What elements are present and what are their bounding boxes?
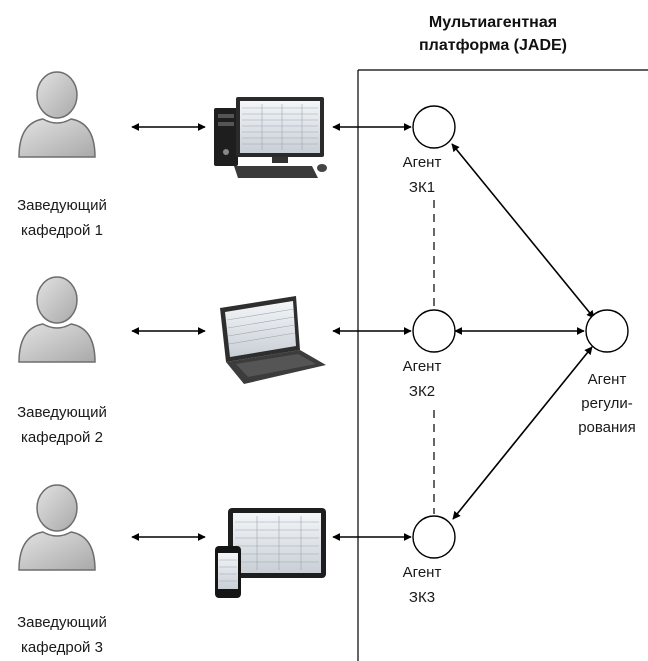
user-3: Заведующий кафедрой 3 <box>17 484 107 656</box>
user-1-label-line1: Заведующий <box>17 197 107 214</box>
agent-zk2-label-line2: ЗК2 <box>409 383 435 400</box>
laptop-icon <box>220 296 326 384</box>
user-2: Заведующий кафедрой 2 <box>17 276 107 446</box>
user-2-label-line2: кафедрой 2 <box>21 429 103 446</box>
platform-title-line1: Мультиагентная <box>429 14 557 31</box>
user-3-label-line1: Заведующий <box>17 614 107 631</box>
desktop-computer-icon <box>214 97 327 178</box>
agent-regulator-node <box>585 309 629 353</box>
user-2-label-line1: Заведующий <box>17 404 107 421</box>
agent-zk1-node <box>412 105 456 149</box>
person-icon <box>18 71 96 158</box>
agent-zk3-label-line1: Агент <box>403 564 442 581</box>
person-icon <box>18 276 96 363</box>
agent-regulator-label-line3: рования <box>578 419 636 436</box>
agent-zk1-label-line1: Агент <box>403 154 442 171</box>
agent-regulator-label-line1: Агент <box>588 371 627 388</box>
agent-zk2-label-line1: Агент <box>403 358 442 375</box>
agent-zk1: Агент ЗК1 <box>403 105 456 196</box>
platform-boundary <box>357 69 648 661</box>
agent-zk3-label-line2: ЗК3 <box>409 589 435 606</box>
user-1-label-line2: кафедрой 1 <box>21 222 103 239</box>
arrow-agent3-regulator <box>452 346 593 520</box>
tablet-and-smartphone-icon <box>215 508 326 598</box>
platform-title-line2: платформа (JADE) <box>419 37 567 54</box>
agent-regulator-label-line2: регули- <box>581 395 632 412</box>
person-icon <box>18 484 96 571</box>
agent-regulator: Агент регули- рования <box>578 309 636 436</box>
agent-zk2: Агент ЗК2 <box>403 309 456 400</box>
agent-zk1-label-line2: ЗК1 <box>409 179 435 196</box>
arrow-agent1-regulator <box>451 143 595 319</box>
agent-zk3: Агент ЗК3 <box>403 515 456 606</box>
user-3-label-line2: кафедрой 3 <box>21 639 103 656</box>
agent-zk3-node <box>412 515 456 559</box>
user-1: Заведующий кафедрой 1 <box>17 71 107 239</box>
agent-zk2-node <box>412 309 456 353</box>
